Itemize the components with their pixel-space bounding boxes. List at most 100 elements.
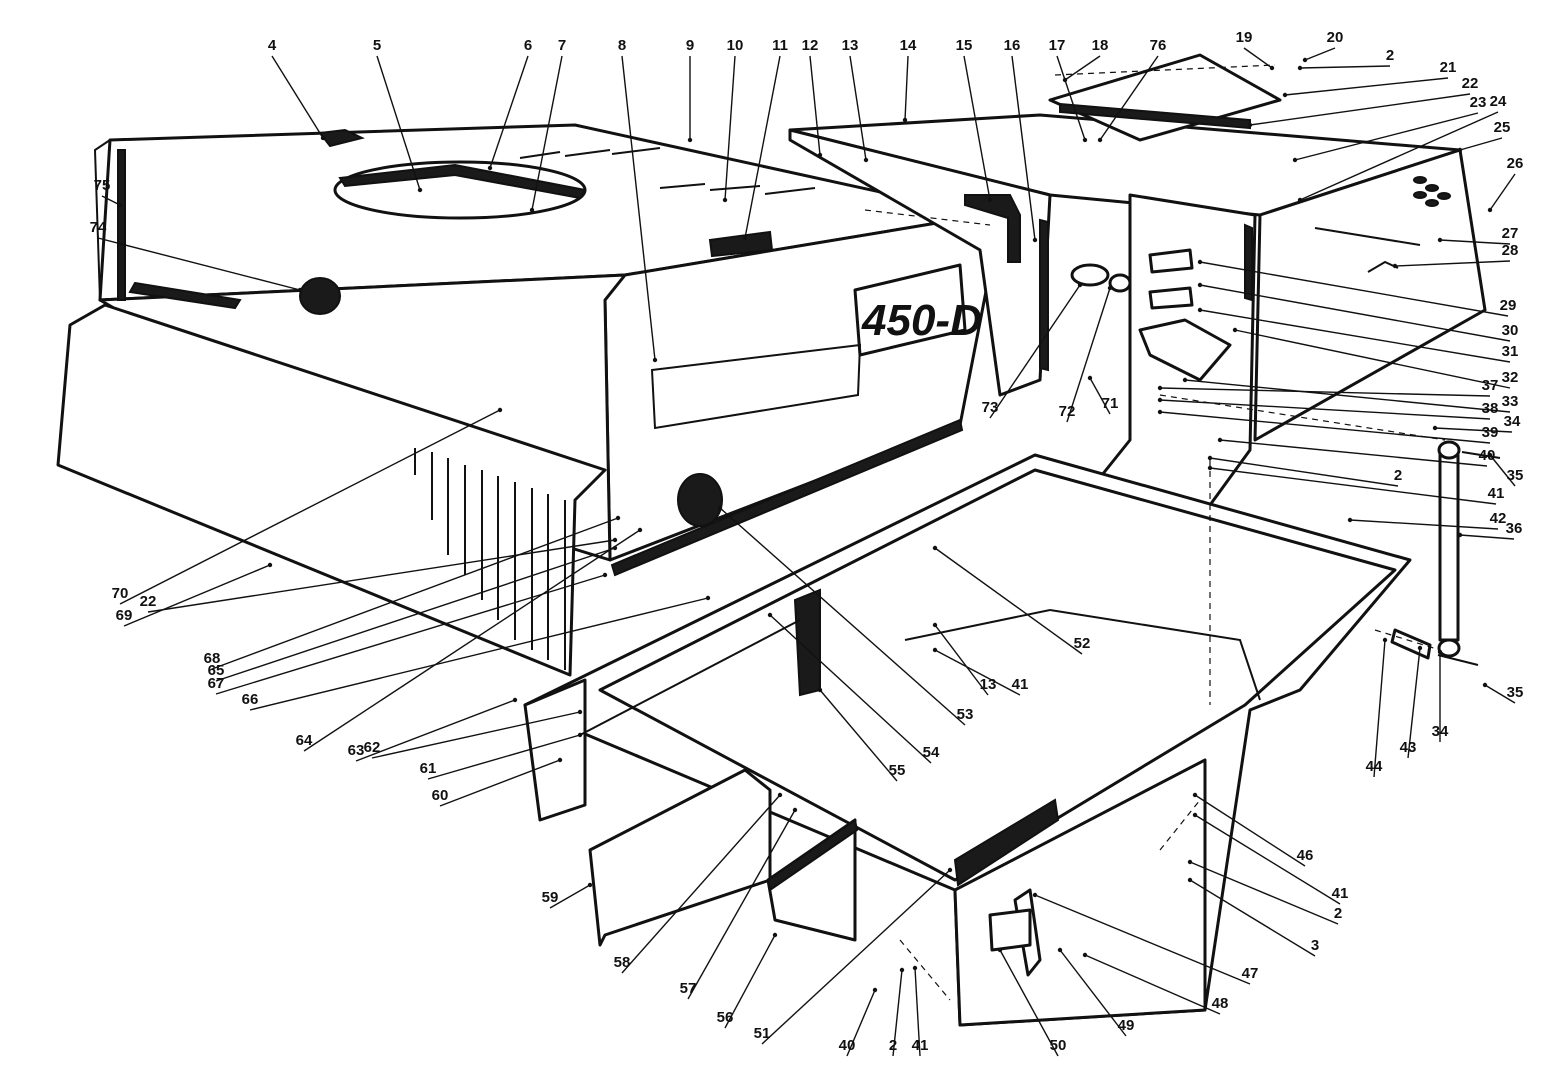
leader-line-23 — [1294, 112, 1479, 161]
leader-line-35 — [1484, 684, 1516, 704]
leader-dot-50 — [997, 947, 1003, 953]
leader-line-70 — [119, 409, 501, 605]
leader-line-18 — [1064, 55, 1101, 81]
callout-37: 37 — [1482, 377, 1499, 394]
leader-line-7 — [531, 55, 563, 211]
leader-dot-71 — [1087, 375, 1093, 381]
callout-13: 13 — [980, 676, 997, 693]
leader-line-10 — [724, 55, 736, 201]
leader-line-69 — [123, 564, 271, 627]
leader-dot-2 — [1207, 455, 1213, 461]
rear-frame — [788, 53, 1487, 507]
leader-dot-75 — [117, 202, 123, 208]
callout-21: 21 — [1440, 59, 1457, 76]
leader-dot-72 — [1107, 285, 1113, 291]
callout-16: 16 — [1004, 37, 1021, 54]
leader-dot-16 — [1032, 237, 1038, 243]
leader-line-32 — [1234, 329, 1511, 389]
callout-66: 66 — [242, 691, 259, 708]
leader-line-30 — [1199, 284, 1511, 342]
callout-34: 34 — [1504, 413, 1521, 430]
leader-dot-64 — [637, 527, 643, 533]
leader-dot-41 — [1207, 465, 1213, 471]
leader-line-16 — [1011, 55, 1036, 241]
leader-line-41 — [934, 649, 1021, 696]
leader-dot-28 — [1392, 263, 1398, 269]
leader-line-64 — [303, 529, 641, 752]
leader-line-65 — [215, 547, 616, 682]
leader-line-60 — [439, 759, 561, 807]
leader-dot-24 — [1297, 197, 1303, 203]
leader-dot-3 — [1187, 877, 1193, 883]
callout-10: 10 — [727, 37, 744, 54]
leader-dot-7 — [529, 207, 535, 213]
leader-line-11 — [744, 55, 781, 239]
leader-dot-35 — [1487, 452, 1493, 458]
callout-7: 7 — [558, 37, 566, 54]
leader-line-5 — [376, 55, 421, 191]
leader-lines — [97, 47, 1516, 1057]
callout-51: 51 — [754, 1025, 771, 1042]
leader-line-13 — [934, 624, 989, 696]
model-badge-text: 450-D — [861, 296, 982, 345]
side-pad — [128, 281, 242, 310]
callout-59: 59 — [542, 889, 559, 906]
leader-line-24 — [1299, 111, 1499, 201]
callout-41: 41 — [1012, 676, 1029, 693]
leader-line-53 — [719, 507, 966, 726]
front-seal-strip — [953, 798, 1060, 887]
rod-61 — [579, 619, 801, 736]
frame-seal-right — [1244, 223, 1253, 302]
leader-line-33 — [1184, 379, 1511, 413]
lower-tray — [523, 64, 1501, 1027]
leader-dot-31 — [1197, 307, 1203, 313]
leader-dot-43 — [1417, 645, 1423, 651]
right-front-wall-51 — [953, 758, 1207, 1027]
callout-58: 58 — [614, 954, 631, 971]
leader-dot-29 — [1197, 259, 1203, 265]
callout-3: 3 — [1311, 937, 1319, 954]
cover-hinge — [1059, 102, 1251, 130]
leader-dot-46 — [1192, 792, 1198, 798]
callout-5: 5 — [373, 37, 381, 54]
leader-dot-4 — [320, 135, 326, 141]
callout-39: 39 — [1482, 424, 1499, 441]
leader-dot-30 — [1197, 282, 1203, 288]
bolt-35-upper — [1461, 451, 1501, 459]
leader-line-26 — [1489, 173, 1516, 211]
hinge-plate-31 — [1148, 286, 1194, 310]
leader-line-73 — [989, 284, 1081, 419]
callout-57: 57 — [680, 980, 697, 997]
leader-line-13 — [849, 55, 867, 161]
callout-62: 62 — [364, 739, 381, 756]
callout-75: 75 — [94, 177, 111, 194]
callout-76: 76 — [1150, 37, 1167, 54]
leader-line-56 — [724, 934, 776, 1029]
leader-dot-35 — [1482, 682, 1488, 688]
front-skirt-panel — [56, 303, 607, 677]
leader-dot-33 — [1182, 377, 1188, 383]
leader-line-50 — [999, 949, 1059, 1057]
leader-dot-25 — [1457, 147, 1463, 153]
callout-65: 65 — [208, 662, 225, 679]
callout-2: 2 — [1334, 905, 1342, 922]
leader-line-76 — [1099, 55, 1159, 141]
leader-line-12 — [809, 55, 821, 156]
leader-line-71 — [1089, 377, 1111, 415]
leader-dot-41 — [1192, 812, 1198, 818]
leader-dot-34 — [1432, 425, 1438, 431]
leader-line-40 — [1219, 439, 1488, 467]
leader-dot-39 — [1157, 409, 1163, 415]
callout-2: 2 — [889, 1037, 897, 1054]
callout-35: 35 — [1507, 684, 1524, 701]
callout-41: 41 — [1332, 885, 1349, 902]
roller-73 — [1070, 263, 1110, 287]
leader-dot-14 — [902, 117, 908, 123]
callout-2: 2 — [1386, 47, 1394, 64]
leader-line-6 — [489, 55, 529, 169]
tray-floor-line — [1049, 609, 1261, 701]
grommet-74 — [299, 277, 341, 315]
callout-13: 13 — [842, 37, 859, 54]
leader-line-49 — [1059, 949, 1127, 1037]
